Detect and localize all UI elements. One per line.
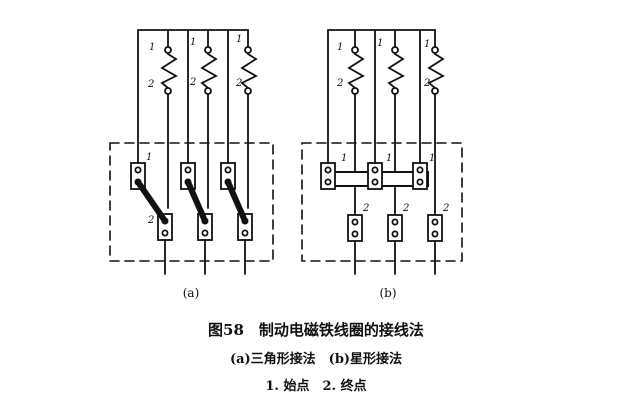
subfigure-a-label: (a) bbox=[183, 286, 200, 300]
terminal-1-label: 1 bbox=[386, 153, 392, 164]
terminal-2-label: 2 bbox=[402, 203, 409, 214]
terminal-1-label: 1 bbox=[146, 152, 152, 163]
terminal-2-label: 2 bbox=[336, 78, 343, 89]
terminal-2-label: 2 bbox=[423, 78, 430, 89]
terminal-2-label: 2 bbox=[362, 203, 369, 214]
wiring-diagram: 1 2 1 2 1 2 1 2 1 2 1 1 2 1 1 1 2 2 2 (a… bbox=[109, 29, 463, 300]
terminal-2-label: 2 bbox=[235, 78, 242, 89]
terminal-2-label: 2 bbox=[147, 79, 154, 90]
terminal-2-label: 2 bbox=[147, 215, 154, 226]
terminal-1-label: 1 bbox=[377, 38, 383, 49]
terminal-1-label: 1 bbox=[337, 42, 343, 53]
terminal-1-label: 1 bbox=[236, 34, 242, 45]
diagram-b-star bbox=[301, 29, 463, 275]
terminal-1-label: 1 bbox=[424, 39, 430, 50]
subfigure-b-label: (b) bbox=[379, 286, 396, 300]
terminal-2-label: 2 bbox=[442, 203, 449, 214]
terminal-2-label: 2 bbox=[189, 77, 196, 88]
terminal-1-label: 1 bbox=[149, 42, 155, 53]
terminal-1-label: 1 bbox=[190, 37, 196, 48]
terminal-1-label: 1 bbox=[429, 153, 435, 164]
figure-caption-subtitle: (a)三角形接法 (b)星形接法 bbox=[229, 352, 403, 367]
diagram-a-delta bbox=[109, 29, 274, 275]
figure-caption-title: 图58 制动电磁铁线圈的接线法 bbox=[208, 321, 424, 339]
figure-caption-note: 1. 始点 2. 终点 bbox=[265, 379, 367, 394]
terminal-1-label: 1 bbox=[341, 153, 347, 164]
